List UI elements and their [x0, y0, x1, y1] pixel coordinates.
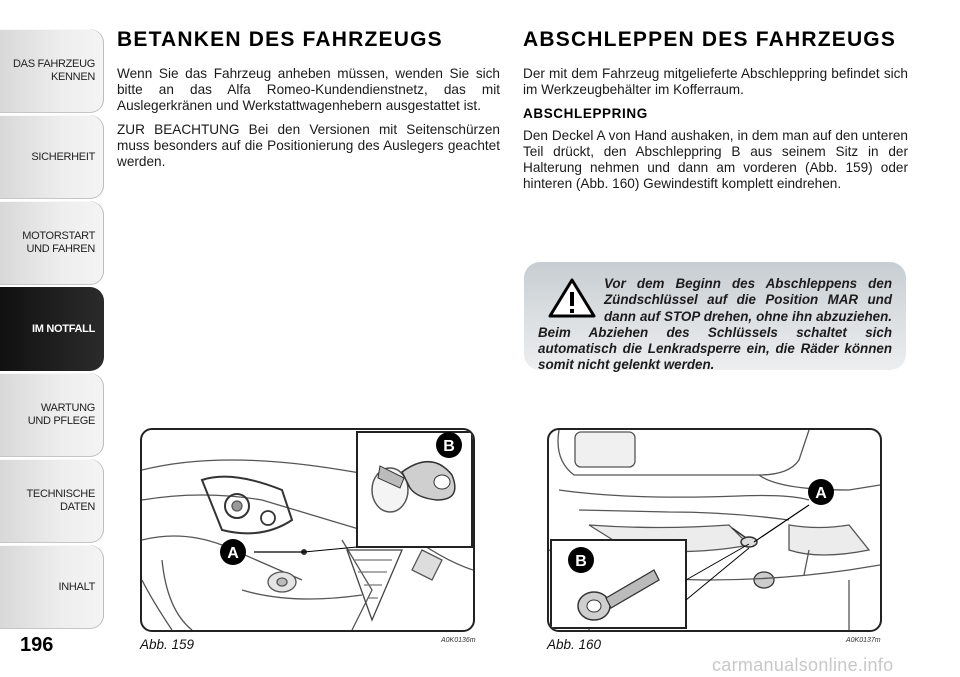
- warning-triangle-icon: [548, 278, 596, 318]
- tab-motorstart-und-fahren[interactable]: MOTORSTART UND FAHREN: [0, 201, 104, 285]
- warning-box: Vor dem Beginn des Abschleppens den Zünd…: [524, 262, 906, 372]
- figure-code-160: A0K0137m: [846, 637, 881, 644]
- callout-b-front: B: [443, 438, 455, 455]
- tab-inhalt[interactable]: INHALT: [0, 545, 104, 629]
- callout-a-front: A: [227, 545, 239, 562]
- paragraph-towing-instructions: Den Deckel A von Hand aushaken, in dem m…: [523, 128, 908, 191]
- right-column-text: Der mit dem Fahrzeug mitgelieferte Absch…: [523, 66, 908, 200]
- tab-sicherheit[interactable]: SICHERHEIT: [0, 115, 104, 199]
- watermark: carmanualsonline.info: [712, 655, 894, 675]
- figure-160-rear-towing: A B: [547, 428, 882, 632]
- tab-das-fahrzeug-kennen[interactable]: DAS FAHRZEUG KENNEN: [0, 29, 104, 113]
- tab-technische-daten[interactable]: TECHNISCHE DATEN: [0, 459, 104, 543]
- page-number: 196: [20, 634, 54, 656]
- rear-car-illustration: A B: [549, 430, 880, 630]
- figure-159-front-towing: A B: [140, 428, 475, 632]
- subheading-abschleppring: ABSCHLEPPRING: [523, 106, 648, 121]
- paragraph-towing-ring-location: Der mit dem Fahrzeug mitgelieferte Absch…: [523, 66, 908, 97]
- tab-wartung-und-pflege[interactable]: WARTUNG UND PFLEGE: [0, 373, 104, 457]
- figure-caption-159: Abb. 159: [140, 637, 195, 652]
- left-column-text: Wenn Sie das Fahrzeug anheben müssen, we…: [117, 66, 500, 178]
- warning-text: Vor dem Beginn des Abschleppens den Zünd…: [538, 276, 892, 373]
- paragraph-lifting: Wenn Sie das Fahrzeug anheben müssen, we…: [117, 66, 500, 113]
- paragraph-note-side-skirts: ZUR BEACHTUNG Bei den Versionen mit Seit…: [117, 122, 500, 169]
- callout-b-rear: B: [575, 553, 587, 570]
- section-title-betanken: BETANKEN DES FAHRZEUGS: [117, 28, 443, 51]
- figure-caption-160: Abb. 160: [547, 637, 602, 652]
- front-car-illustration: A B: [142, 431, 473, 630]
- callout-a-rear: A: [815, 485, 827, 502]
- figure-code-159: A0K0136m: [441, 637, 476, 644]
- tab-im-notfall[interactable]: IM NOTFALL: [0, 287, 104, 371]
- section-title-abschleppen: ABSCHLEPPEN DES FAHRZEUGS: [523, 28, 897, 51]
